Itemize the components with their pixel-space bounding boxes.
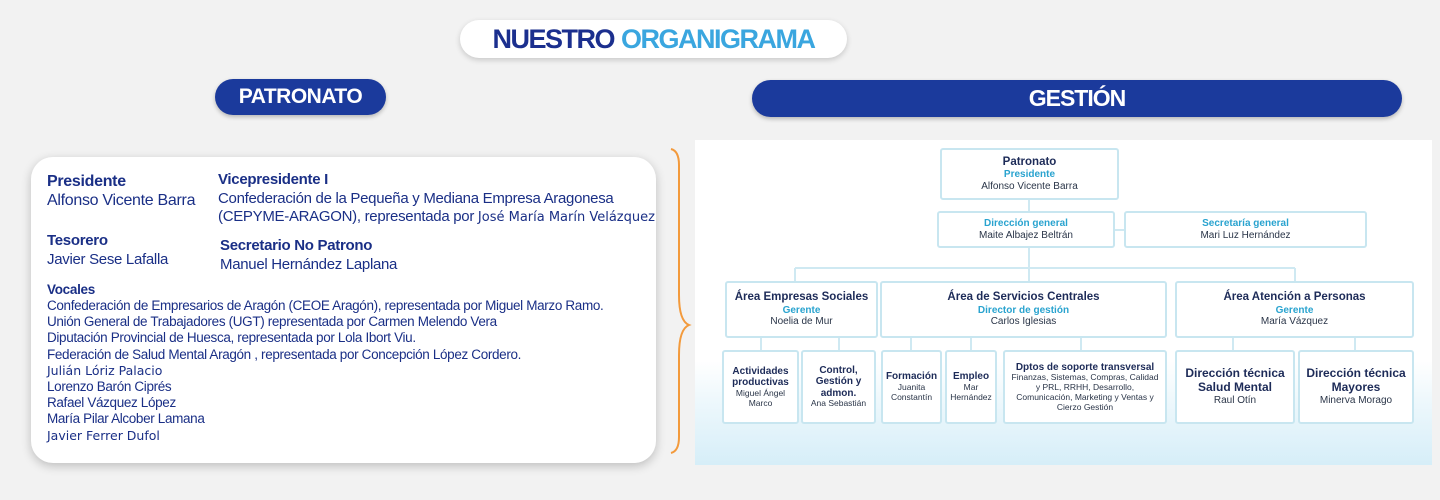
org-salud-title-1: Dirección técnica <box>1185 366 1285 381</box>
org-box-secretaria-general: Secretaría general Mari Luz Hernández <box>1124 211 1367 248</box>
secretario-role: Secretario No Patrono <box>220 237 373 254</box>
vicepresidente-line-1: Confederación de la Pequeña y Mediana Em… <box>218 190 614 207</box>
vocal-item: Javier Ferrer Dufol <box>47 427 160 443</box>
org-area-empresas-name: Noelia de Mur <box>770 316 833 328</box>
page-title: NUESTRO ORGANIGRAMA <box>460 20 847 58</box>
title-word-1: NUESTRO <box>492 23 615 54</box>
org-area-empresas-role: Gerente <box>782 304 821 316</box>
org-soporte-line-1: Finanzas, Sistemas, Compras, Calidad <box>1011 372 1159 383</box>
org-box-area-servicios: Área de Servicios Centrales Director de … <box>880 281 1167 338</box>
patronato-card: Presidente Alfonso Vicente Barra Vicepre… <box>31 157 656 463</box>
org-area-servicios-title: Área de Servicios Centrales <box>947 291 1100 304</box>
presidente-name: Alfonso Vicente Barra <box>47 192 196 209</box>
org-control-title-1: Control, <box>819 364 858 376</box>
tesorero-role: Tesorero <box>47 232 108 249</box>
org-empleo-name-2: Hernández <box>950 391 992 402</box>
vicepresidente-line-2: (CEPYME-ARAGON), representada por José M… <box>218 208 655 225</box>
title-word-2: ORGANIGRAMA <box>621 23 816 54</box>
vocal-item: Julián Lóriz Palacio <box>47 362 163 378</box>
vocales-role: Vocales <box>47 282 95 297</box>
org-soporte-line-2: y PRL, RRHH, Desarrollo, <box>1035 381 1135 392</box>
org-empleo-name-1: Mar <box>963 381 979 392</box>
org-box-soporte: Dptos de soporte transversal Finanzas, S… <box>1003 350 1167 424</box>
org-secretaria-title: Secretaría general <box>1202 218 1289 229</box>
org-box-empleo: Empleo Mar Hernández <box>945 350 997 424</box>
org-formacion-name-1: Juanita <box>897 381 926 392</box>
org-box-control: Control, Gestión y admon. Ana Sebastián <box>801 350 876 424</box>
vocales-list: Confederación de Empresarios de Aragón (… <box>47 298 604 444</box>
org-formacion-name-2: Constantín <box>890 391 933 402</box>
org-actividades-title-2: productivas <box>732 377 789 389</box>
org-patronato-title: Patronato <box>1002 155 1057 168</box>
org-area-personas-title: Área Atención a Personas <box>1223 291 1366 304</box>
secretario-name: Manuel Hernández Laplana <box>220 256 398 273</box>
presidente-role: Presidente <box>47 173 126 190</box>
vocal-item: Lorenzo Barón Ciprés <box>47 379 172 395</box>
org-formacion-title: Formación <box>885 371 938 383</box>
org-box-patronato: Patronato Presidente Alfonso Vicente Bar… <box>940 148 1119 200</box>
org-box-area-empresas: Área Empresas Sociales Gerente Noelia de… <box>725 281 878 338</box>
org-area-servicios-role: Director de gestión <box>977 304 1070 316</box>
vocal-item: Rafael Vázquez López <box>47 395 176 411</box>
org-mayores-name: Minerva Morago <box>1319 395 1393 407</box>
org-salud-title-2: Salud Mental <box>1197 380 1272 395</box>
org-direccion-title: Dirección general <box>984 218 1068 229</box>
org-box-direccion-general: Dirección general Maite Albajez Beltrán <box>937 211 1115 248</box>
org-box-area-personas: Área Atención a Personas Gerente María V… <box>1175 281 1414 338</box>
org-box-actividades: Actividades productivas Miguel Ángel Mar… <box>722 350 799 424</box>
vocal-item: Unión General de Trabajadores (UGT) repr… <box>47 314 497 330</box>
gestion-section-header: GESTIÓN <box>752 80 1402 117</box>
org-mayores-title-1: Dirección técnica <box>1306 366 1406 381</box>
org-soporte-line-3: Comunicación, Marketing y Ventas y <box>1016 391 1154 402</box>
org-secretaria-name: Mari Luz Hernández <box>1200 229 1291 241</box>
tesorero-name: Javier Sese Lafalla <box>47 251 169 268</box>
vicepresidente-role: Vicepresidente I <box>218 171 328 188</box>
patronato-section-header: PATRONATO <box>215 79 386 115</box>
org-soporte-title: Dptos de soporte transversal <box>1015 361 1155 373</box>
org-mayores-title-2: Mayores <box>1331 380 1381 395</box>
org-direccion-name: Maite Albajez Beltrán <box>979 229 1073 241</box>
vocal-item: Diputación Provincial de Huesca, represe… <box>47 330 416 346</box>
org-area-personas-role: Gerente <box>1275 304 1314 316</box>
org-control-title-2: Gestión y <box>815 376 862 388</box>
curly-brace-icon <box>670 148 692 454</box>
org-soporte-line-4: Cierzo Gestión <box>1056 401 1114 412</box>
vocal-item: María Pilar Alcober Lamana <box>47 411 205 427</box>
vicepresidente-org: (CEPYME-ARAGON), representada por <box>218 208 475 225</box>
org-box-mayores: Dirección técnica Mayores Minerva Morago <box>1298 350 1414 424</box>
org-box-formacion: Formación Juanita Constantín <box>881 350 942 424</box>
org-actividades-name-1: Miguel Ángel <box>735 387 786 398</box>
org-actividades-name-2: Marco <box>748 397 773 408</box>
org-empleo-title: Empleo <box>952 371 990 383</box>
org-box-salud-mental: Dirección técnica Salud Mental Raul Otín <box>1175 350 1295 424</box>
org-control-name: Ana Sebastián <box>810 398 867 409</box>
org-area-personas-name: María Vázquez <box>1260 316 1329 328</box>
vocal-item: Federación de Salud Mental Aragón , repr… <box>47 346 522 362</box>
gestion-org-chart: Patronato Presidente Alfonso Vicente Bar… <box>695 140 1432 465</box>
org-patronato-role: Presidente <box>1003 169 1056 181</box>
org-actividades-title-1: Actividades <box>732 365 789 377</box>
org-area-empresas-title: Área Empresas Sociales <box>734 291 869 304</box>
vicepresidente-name: José María Marín Velázquez <box>477 210 655 225</box>
org-area-servicios-name: Carlos Iglesias <box>990 316 1057 328</box>
org-patronato-name: Alfonso Vicente Barra <box>981 180 1078 192</box>
org-salud-name: Raul Otín <box>1213 395 1257 407</box>
org-control-title-3: admon. <box>820 387 857 399</box>
vocal-item: Confederación de Empresarios de Aragón (… <box>47 298 604 313</box>
